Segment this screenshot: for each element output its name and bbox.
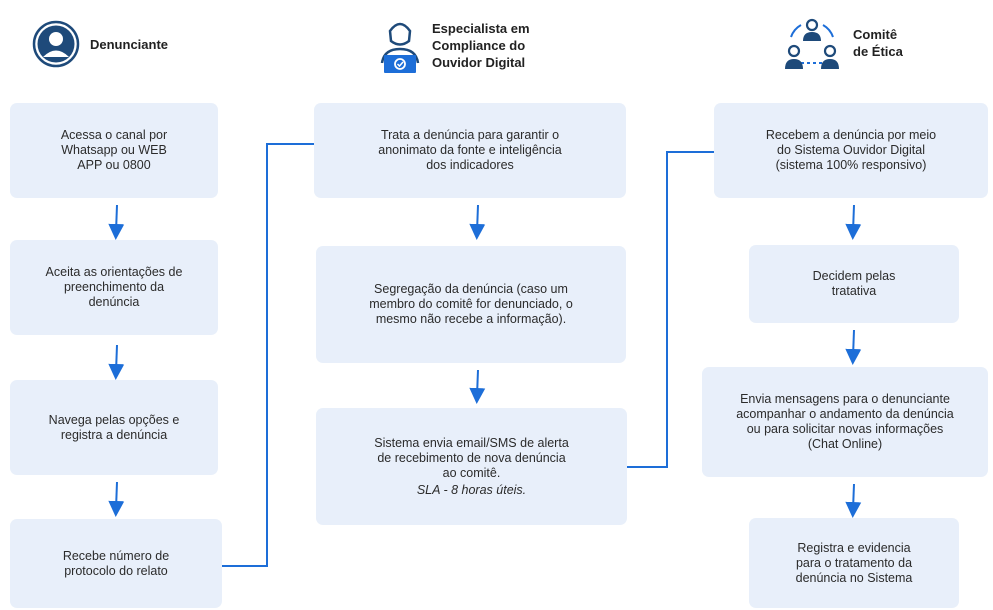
lane-header-comite: Comitê de Ética bbox=[783, 15, 903, 71]
step-text: Registra e evidencia para o tratamento d… bbox=[795, 540, 913, 585]
step-sistema-envia-alerta: Sistema envia email/SMS de alerta de rec… bbox=[316, 408, 627, 525]
elbow-connector-lane1-lane2 bbox=[222, 143, 314, 567]
step-text: Aceita as orientações de preenchimento d… bbox=[45, 265, 183, 309]
step-decidem-tratativa: Decidem pelas tratativa bbox=[749, 245, 959, 323]
step-text: Envia mensagens para o denunciante acomp… bbox=[736, 392, 954, 451]
committee-group-icon bbox=[783, 15, 841, 71]
step-text: Recebe número de protocolo do relato bbox=[62, 548, 170, 578]
step-aceita-orientacoes: Aceita as orientações de preenchimento d… bbox=[10, 240, 218, 335]
arrow-connector bbox=[469, 204, 486, 240]
step-text: Acessa o canal por Whatsapp ou WEB APP o… bbox=[60, 128, 168, 172]
step-acessa-canal: Acessa o canal por Whatsapp ou WEB APP o… bbox=[10, 103, 218, 198]
step-body: Sistema envia email/SMS de alerta de rec… bbox=[374, 435, 569, 480]
arrow-connector bbox=[469, 369, 486, 404]
lane-title-especialista: Especialista em Compliance do Ouvidor Di… bbox=[432, 20, 530, 70]
lane-header-especialista: Especialista em Compliance do Ouvidor Di… bbox=[376, 15, 530, 75]
step-text: Decidem pelas tratativa bbox=[812, 269, 896, 298]
step-navega-opcoes: Navega pelas opções e registra a denúnci… bbox=[10, 380, 218, 475]
step-recebem-denuncia: Recebem a denúncia por meio do Sistema O… bbox=[714, 103, 988, 198]
step-text: Sistema envia email/SMS de alerta de rec… bbox=[374, 421, 569, 513]
arrow-connector bbox=[845, 329, 862, 365]
lane-title-comite: Comitê de Ética bbox=[853, 27, 903, 59]
arrow-connector bbox=[108, 204, 125, 240]
step-text: Navega pelas opções e registra a denúnci… bbox=[48, 412, 180, 442]
arrow-connector bbox=[845, 483, 862, 518]
step-text: Trata a denúncia para garantir o anonima… bbox=[378, 128, 562, 172]
lane-header-denunciante: Denunciante bbox=[32, 20, 168, 68]
step-text: Segregação da denúncia (caso um membro d… bbox=[369, 282, 573, 326]
step-envia-mensagens: Envia mensagens para o denunciante acomp… bbox=[702, 367, 988, 477]
person-avatar-icon bbox=[32, 20, 80, 68]
step-segregacao: Segregação da denúncia (caso um membro d… bbox=[316, 246, 626, 363]
sla-note: SLA - 8 horas úteis. bbox=[416, 482, 527, 497]
arrow-connector bbox=[108, 481, 125, 517]
step-registra-evidencia: Registra e evidencia para o tratamento d… bbox=[749, 518, 959, 608]
compliance-specialist-icon bbox=[376, 15, 424, 75]
arrow-connector bbox=[845, 204, 862, 240]
arrow-connector bbox=[108, 344, 125, 380]
step-recebe-protocolo: Recebe número de protocolo do relato bbox=[10, 519, 222, 608]
step-trata-denuncia: Trata a denúncia para garantir o anonima… bbox=[314, 103, 626, 198]
elbow-connector-lane2-lane3 bbox=[627, 151, 714, 468]
step-text: Recebem a denúncia por meio do Sistema O… bbox=[765, 128, 937, 172]
lane-title-denunciante: Denunciante bbox=[90, 36, 169, 52]
